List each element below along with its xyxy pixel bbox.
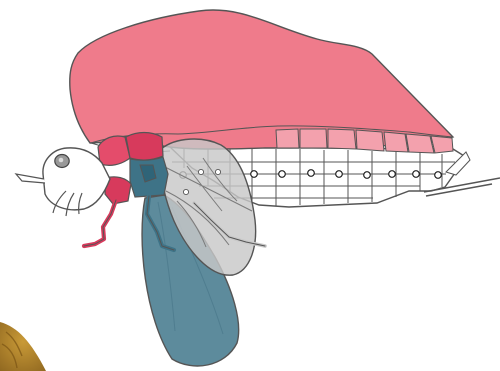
hood [70,10,453,153]
spiracle-3 [308,170,315,177]
spiracle-1 [251,171,258,178]
insect [16,10,500,366]
spiracle-2 [279,171,286,178]
thorax [98,133,168,205]
spiracle-6 [389,171,396,178]
leaf-fragment [0,322,46,371]
antenna [16,174,45,183]
spiracle-5 [364,172,371,179]
spiracle-7 [413,171,420,178]
spiracle-8 [435,172,442,179]
head [16,148,110,216]
spiracle-4 [336,171,343,178]
